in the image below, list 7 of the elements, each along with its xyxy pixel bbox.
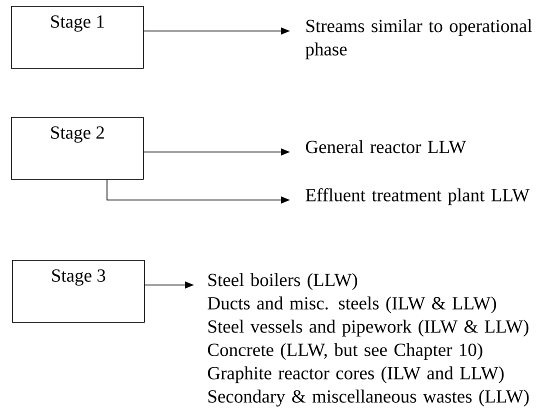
stage-box: Stage 3	[12, 260, 145, 323]
waste-stream-text: Streams similar to operational phase	[306, 19, 532, 60]
stage-box: Stage 1	[11, 6, 144, 69]
waste-stream-text: General reactor LLW	[306, 140, 466, 154]
waste-stream-text: Effluent treatment plant LLW	[306, 188, 530, 206]
stage-box: Stage 2	[11, 117, 144, 180]
waste-stream-list: Steel boilers (LLW) Ducts and misc. steels (ILW & LLW) Steel vessels and pipework (ILW & LLW) Concrete (LLW, but see Chapter 10) Graphite reactor cores (ILW and LLW) Secondary & miscellaneous wastes (LLW)	[208, 273, 529, 407]
